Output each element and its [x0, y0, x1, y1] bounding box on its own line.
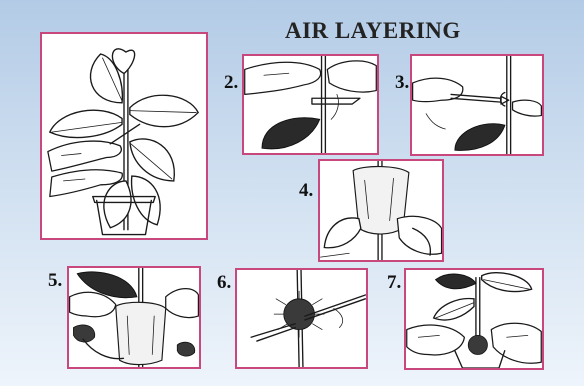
step-3-panel	[410, 54, 544, 156]
step-5-panel	[67, 266, 201, 369]
step-6-number: 6.	[217, 272, 231, 294]
roots-forming-at-stem-illustration	[237, 270, 366, 367]
step-2-panel	[242, 54, 379, 155]
poster-title: AIR LAYERING	[285, 18, 461, 44]
step-1-panel	[40, 32, 208, 240]
tying-wrapped-bag-illustration	[69, 268, 199, 367]
step-4-panel	[318, 159, 444, 262]
hands-cutting-stem-illustration	[244, 56, 377, 153]
step-7-number: 7.	[387, 272, 401, 294]
step-6-panel	[235, 268, 368, 369]
step-7-panel	[404, 268, 544, 370]
plant-with-knife-cut-illustration	[42, 34, 206, 238]
brush-applying-hormone-illustration	[412, 56, 542, 154]
step-5-number: 5.	[48, 270, 62, 292]
step-3-number: 3.	[395, 72, 409, 94]
wrapping-moss-bag-illustration	[320, 161, 442, 260]
step-4-number: 4.	[299, 180, 313, 202]
potting-rooted-layer-illustration	[406, 270, 542, 368]
step-2-number: 2.	[224, 72, 238, 94]
